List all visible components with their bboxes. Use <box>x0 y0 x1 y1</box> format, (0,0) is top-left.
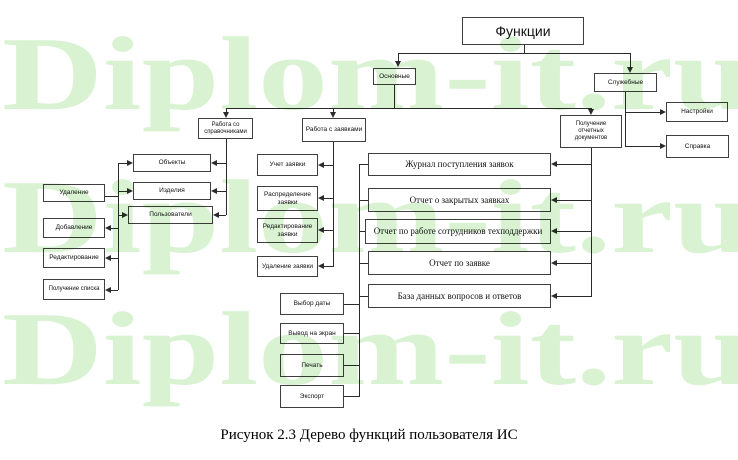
connector-line <box>359 263 368 264</box>
connector-line <box>630 53 631 67</box>
node-output-export: Экспорт <box>280 385 344 408</box>
arrowhead <box>395 61 401 67</box>
node-op-delete: Удаление <box>43 184 105 202</box>
arrowhead <box>318 162 324 168</box>
connector-line <box>398 53 399 62</box>
connector-line <box>625 112 661 113</box>
node-op-add: Добавление <box>43 218 105 238</box>
connector-line <box>344 333 359 334</box>
connector-line <box>226 138 227 215</box>
node-report-by-request: Отчет по заявке <box>368 251 551 275</box>
arrowhead <box>318 195 324 201</box>
connector-line <box>110 258 118 259</box>
node-service-functions: Служебные <box>594 73 657 92</box>
connector-line <box>524 45 525 54</box>
connector-line <box>333 108 334 113</box>
connector-line <box>556 200 591 201</box>
arrowhead <box>223 112 229 118</box>
arrowhead <box>122 212 128 218</box>
arrowhead <box>330 112 336 118</box>
node-help: Справка <box>666 135 729 158</box>
arrowhead <box>211 160 217 166</box>
connector-line <box>394 85 395 108</box>
connector-line <box>218 215 226 216</box>
node-request-assign: Распределение заявки <box>257 186 318 211</box>
arrowhead <box>211 188 217 194</box>
node-report-qa-database: База данных вопросов и ответов <box>368 284 551 308</box>
connector-line <box>556 263 591 264</box>
node-dir-users: Пользователи <box>128 206 213 224</box>
arrowhead <box>127 160 133 166</box>
node-dir-products: Изделия <box>133 182 211 200</box>
arrowhead <box>127 188 133 194</box>
connector-line <box>359 200 368 201</box>
node-functions-root: Функции <box>462 17 584 45</box>
arrowhead <box>318 227 324 233</box>
node-op-edit: Редактирование <box>43 248 105 268</box>
arrowhead <box>551 260 557 266</box>
arrowhead <box>105 255 111 261</box>
node-group-reports: Получение отчетных документов <box>560 115 622 148</box>
node-op-get-list: Получение списка <box>43 279 105 300</box>
connector-line <box>344 365 359 366</box>
connector-line <box>118 163 128 164</box>
node-group-directories: Работа со справочниками <box>198 118 253 139</box>
connector-line <box>118 163 119 290</box>
watermark-text: Diplom-it.ru <box>2 290 738 407</box>
node-output-date-select: Выбор даты <box>280 293 344 315</box>
connector-line <box>344 304 359 305</box>
node-request-edit: Редактирование заявки <box>257 218 318 243</box>
node-report-closed-requests: Отчет о закрытых заявках <box>368 188 551 212</box>
node-request-register: Учет заявки <box>257 154 318 176</box>
arrowhead <box>660 143 666 149</box>
arrowhead <box>318 263 324 269</box>
connector-line <box>110 290 118 291</box>
connector-line <box>323 266 333 267</box>
connector-line <box>118 191 128 192</box>
connector-line <box>323 165 333 166</box>
figure-caption: Рисунок 2.3 Дерево функций пользователя … <box>220 427 518 443</box>
connector-line <box>359 296 368 297</box>
arrowhead <box>627 67 633 73</box>
node-settings: Настройки <box>666 102 728 122</box>
connector-line <box>118 215 123 216</box>
connector-line <box>216 191 226 192</box>
connector-line <box>556 164 591 165</box>
connector-line <box>625 92 626 146</box>
connector-line <box>359 231 365 232</box>
node-main-functions: Основные <box>373 68 416 85</box>
arrowhead <box>551 293 557 299</box>
connector-line <box>110 228 118 229</box>
connector-line <box>226 108 591 109</box>
arrowhead <box>213 212 219 218</box>
node-output-screen: Вывод на экран <box>280 323 344 344</box>
node-group-requests: Работа с заявками <box>302 118 366 142</box>
node-output-print: Печать <box>280 354 344 377</box>
node-report-journal: Журнал поступления заявок <box>368 153 551 176</box>
connector-line <box>625 146 661 147</box>
node-request-delete: Удаление заявки <box>257 256 318 277</box>
arrowhead <box>588 109 594 115</box>
arrowhead <box>551 161 557 167</box>
connector-line <box>105 196 118 197</box>
connector-line <box>556 231 591 232</box>
connector-line <box>359 164 360 397</box>
arrowhead <box>551 197 557 203</box>
connector-line <box>226 108 227 113</box>
arrowhead <box>105 225 111 231</box>
node-report-staff-performance: Отчет по работе сотрудников техподдержки <box>365 219 551 244</box>
connector-line <box>216 163 226 164</box>
node-dir-objects: Объекты <box>133 154 211 172</box>
connector-line <box>323 198 333 199</box>
connector-line <box>398 53 631 54</box>
connector-line <box>556 296 591 297</box>
connector-line <box>359 164 368 165</box>
connector-line <box>333 142 334 267</box>
connector-line <box>323 230 333 231</box>
connector-line <box>344 396 359 397</box>
connector-line <box>591 148 592 297</box>
arrowhead <box>105 287 111 293</box>
arrowhead <box>660 109 666 115</box>
arrowhead <box>551 228 557 234</box>
